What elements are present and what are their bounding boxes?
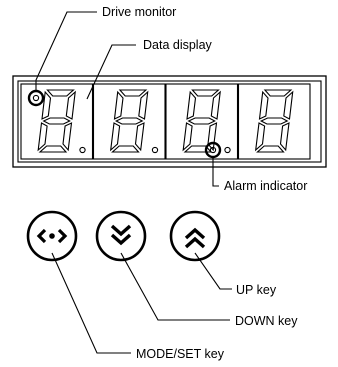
mode-set-key-leader — [51, 252, 131, 354]
digit-2 — [92, 83, 166, 160]
data-display-leader — [86, 44, 136, 100]
data-display-label: Data display — [143, 38, 213, 52]
down-button[interactable] — [95, 210, 147, 262]
display-panel — [12, 75, 327, 168]
decimal-point-1 — [79, 146, 86, 154]
up-button[interactable] — [169, 210, 221, 262]
double-chevron-down-icon — [110, 224, 132, 246]
up-key-label: UP key — [236, 283, 277, 297]
digit-1 — [20, 83, 94, 160]
drive-monitor-label: Drive monitor — [102, 5, 176, 19]
up-key-leader — [194, 252, 232, 290]
drive-monitor-indicator — [27, 89, 45, 107]
decimal-point-2 — [151, 146, 159, 154]
decimal-point-3 — [224, 146, 231, 154]
digit-4 — [237, 83, 311, 160]
mode-set-key-label: MODE/SET key — [136, 347, 225, 361]
alarm-indicator-leader — [212, 157, 219, 187]
down-key-label: DOWN key — [235, 314, 298, 328]
mode-set-button[interactable] — [26, 210, 78, 262]
digit-3 — [165, 83, 239, 160]
drive-monitor-leader — [35, 11, 97, 91]
down-key-leader — [120, 252, 230, 321]
double-chevron-up-icon — [184, 227, 206, 249]
mode-set-icon — [36, 228, 68, 244]
seven-segment-digits — [20, 83, 311, 160]
alarm-indicator-label: Alarm indicator — [224, 179, 307, 193]
